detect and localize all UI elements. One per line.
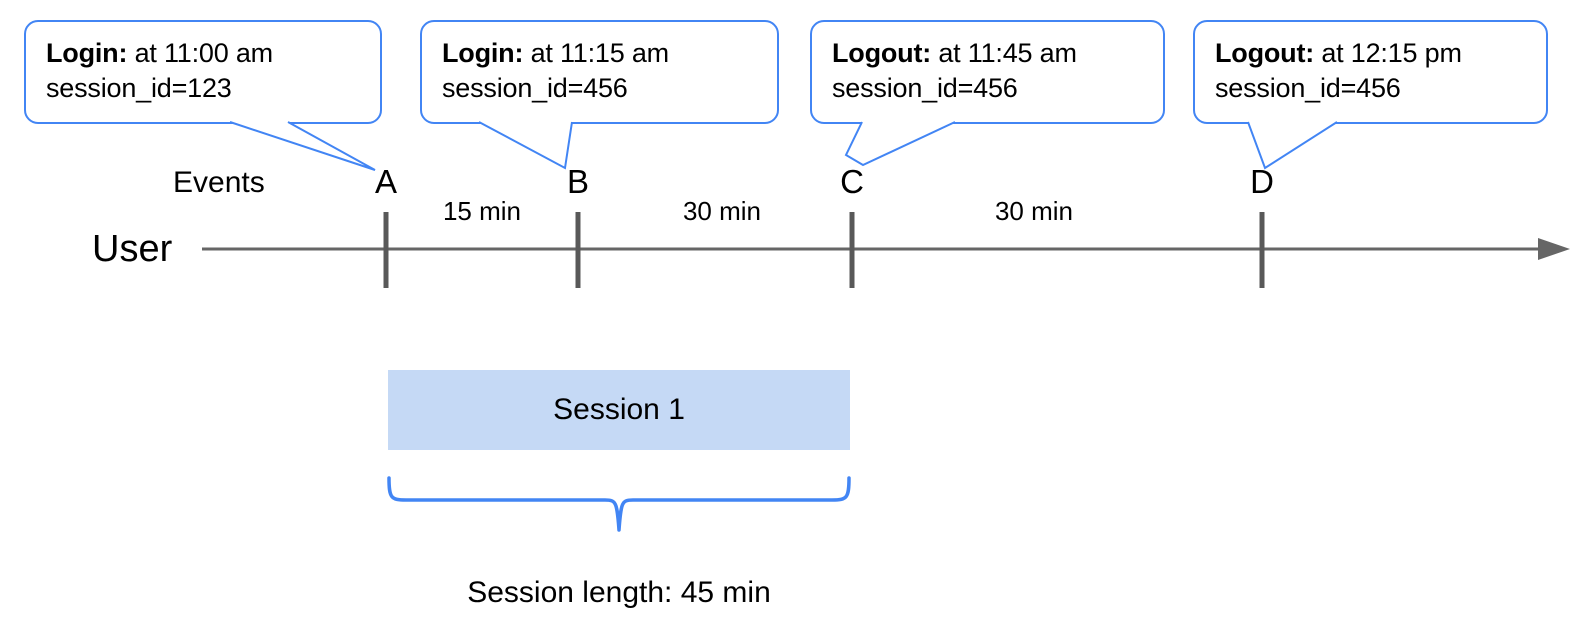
callout-line-event-time: Logout: at 12:15 pm bbox=[1215, 36, 1530, 71]
callout-session-id: session_id=123 bbox=[46, 73, 232, 104]
callout-line-event-time: Logout: at 11:45 am bbox=[832, 36, 1147, 71]
callout-logout-c: Logout: at 11:45 am session_id=456 bbox=[810, 20, 1165, 124]
session-brace bbox=[387, 476, 851, 532]
callout-event-label: Logout: bbox=[1215, 38, 1315, 68]
callout-event-time: at 12:15 pm bbox=[1321, 38, 1462, 68]
callout-tail-b bbox=[478, 121, 573, 170]
callout-login-a: Login: at 11:00 am session_id=123 bbox=[24, 20, 382, 124]
callout-login-b: Login: at 11:15 am session_id=456 bbox=[420, 20, 779, 124]
callout-logout-d: Logout: at 12:15 pm session_id=456 bbox=[1193, 20, 1548, 124]
callout-session-id: session_id=456 bbox=[832, 73, 1018, 104]
gap-label-b-c: 30 min bbox=[682, 196, 762, 226]
timeline-arrowhead bbox=[1538, 238, 1570, 260]
callout-event-label: Logout: bbox=[832, 38, 932, 68]
session-bar-label: Session 1 bbox=[553, 393, 685, 426]
tick-label-b: B bbox=[566, 163, 590, 200]
callout-event-time: at 11:45 am bbox=[938, 38, 1077, 68]
callout-tail-c bbox=[861, 122, 864, 165]
gap-label-a-b: 15 min bbox=[442, 196, 522, 226]
gap-label-c-d: 30 min bbox=[994, 196, 1074, 226]
callout-event-label: Login: bbox=[46, 38, 128, 68]
callout-line-event-time: Login: at 11:15 am bbox=[442, 36, 761, 71]
callout-tail-c-shape bbox=[844, 121, 956, 167]
user-row-label: User bbox=[92, 228, 173, 270]
callout-session-id: session_id=456 bbox=[1215, 73, 1401, 104]
callout-event-label: Login: bbox=[442, 38, 524, 68]
session-length-label: Session length: 45 min bbox=[467, 576, 771, 609]
events-row-label: Events bbox=[173, 166, 265, 199]
tick-label-c: C bbox=[840, 163, 864, 200]
callout-line-event-time: Login: at 11:00 am bbox=[46, 36, 364, 71]
callout-event-time: at 11:00 am bbox=[134, 38, 274, 68]
callout-tail-d bbox=[1247, 121, 1338, 170]
session-bar: Session 1 bbox=[388, 370, 850, 450]
callout-tail-a bbox=[229, 121, 376, 171]
tick-label-a: A bbox=[374, 163, 398, 200]
callout-session-id: session_id=456 bbox=[442, 73, 628, 104]
tick-label-d: D bbox=[1250, 163, 1274, 200]
callout-event-time: at 11:15 am bbox=[530, 38, 670, 68]
